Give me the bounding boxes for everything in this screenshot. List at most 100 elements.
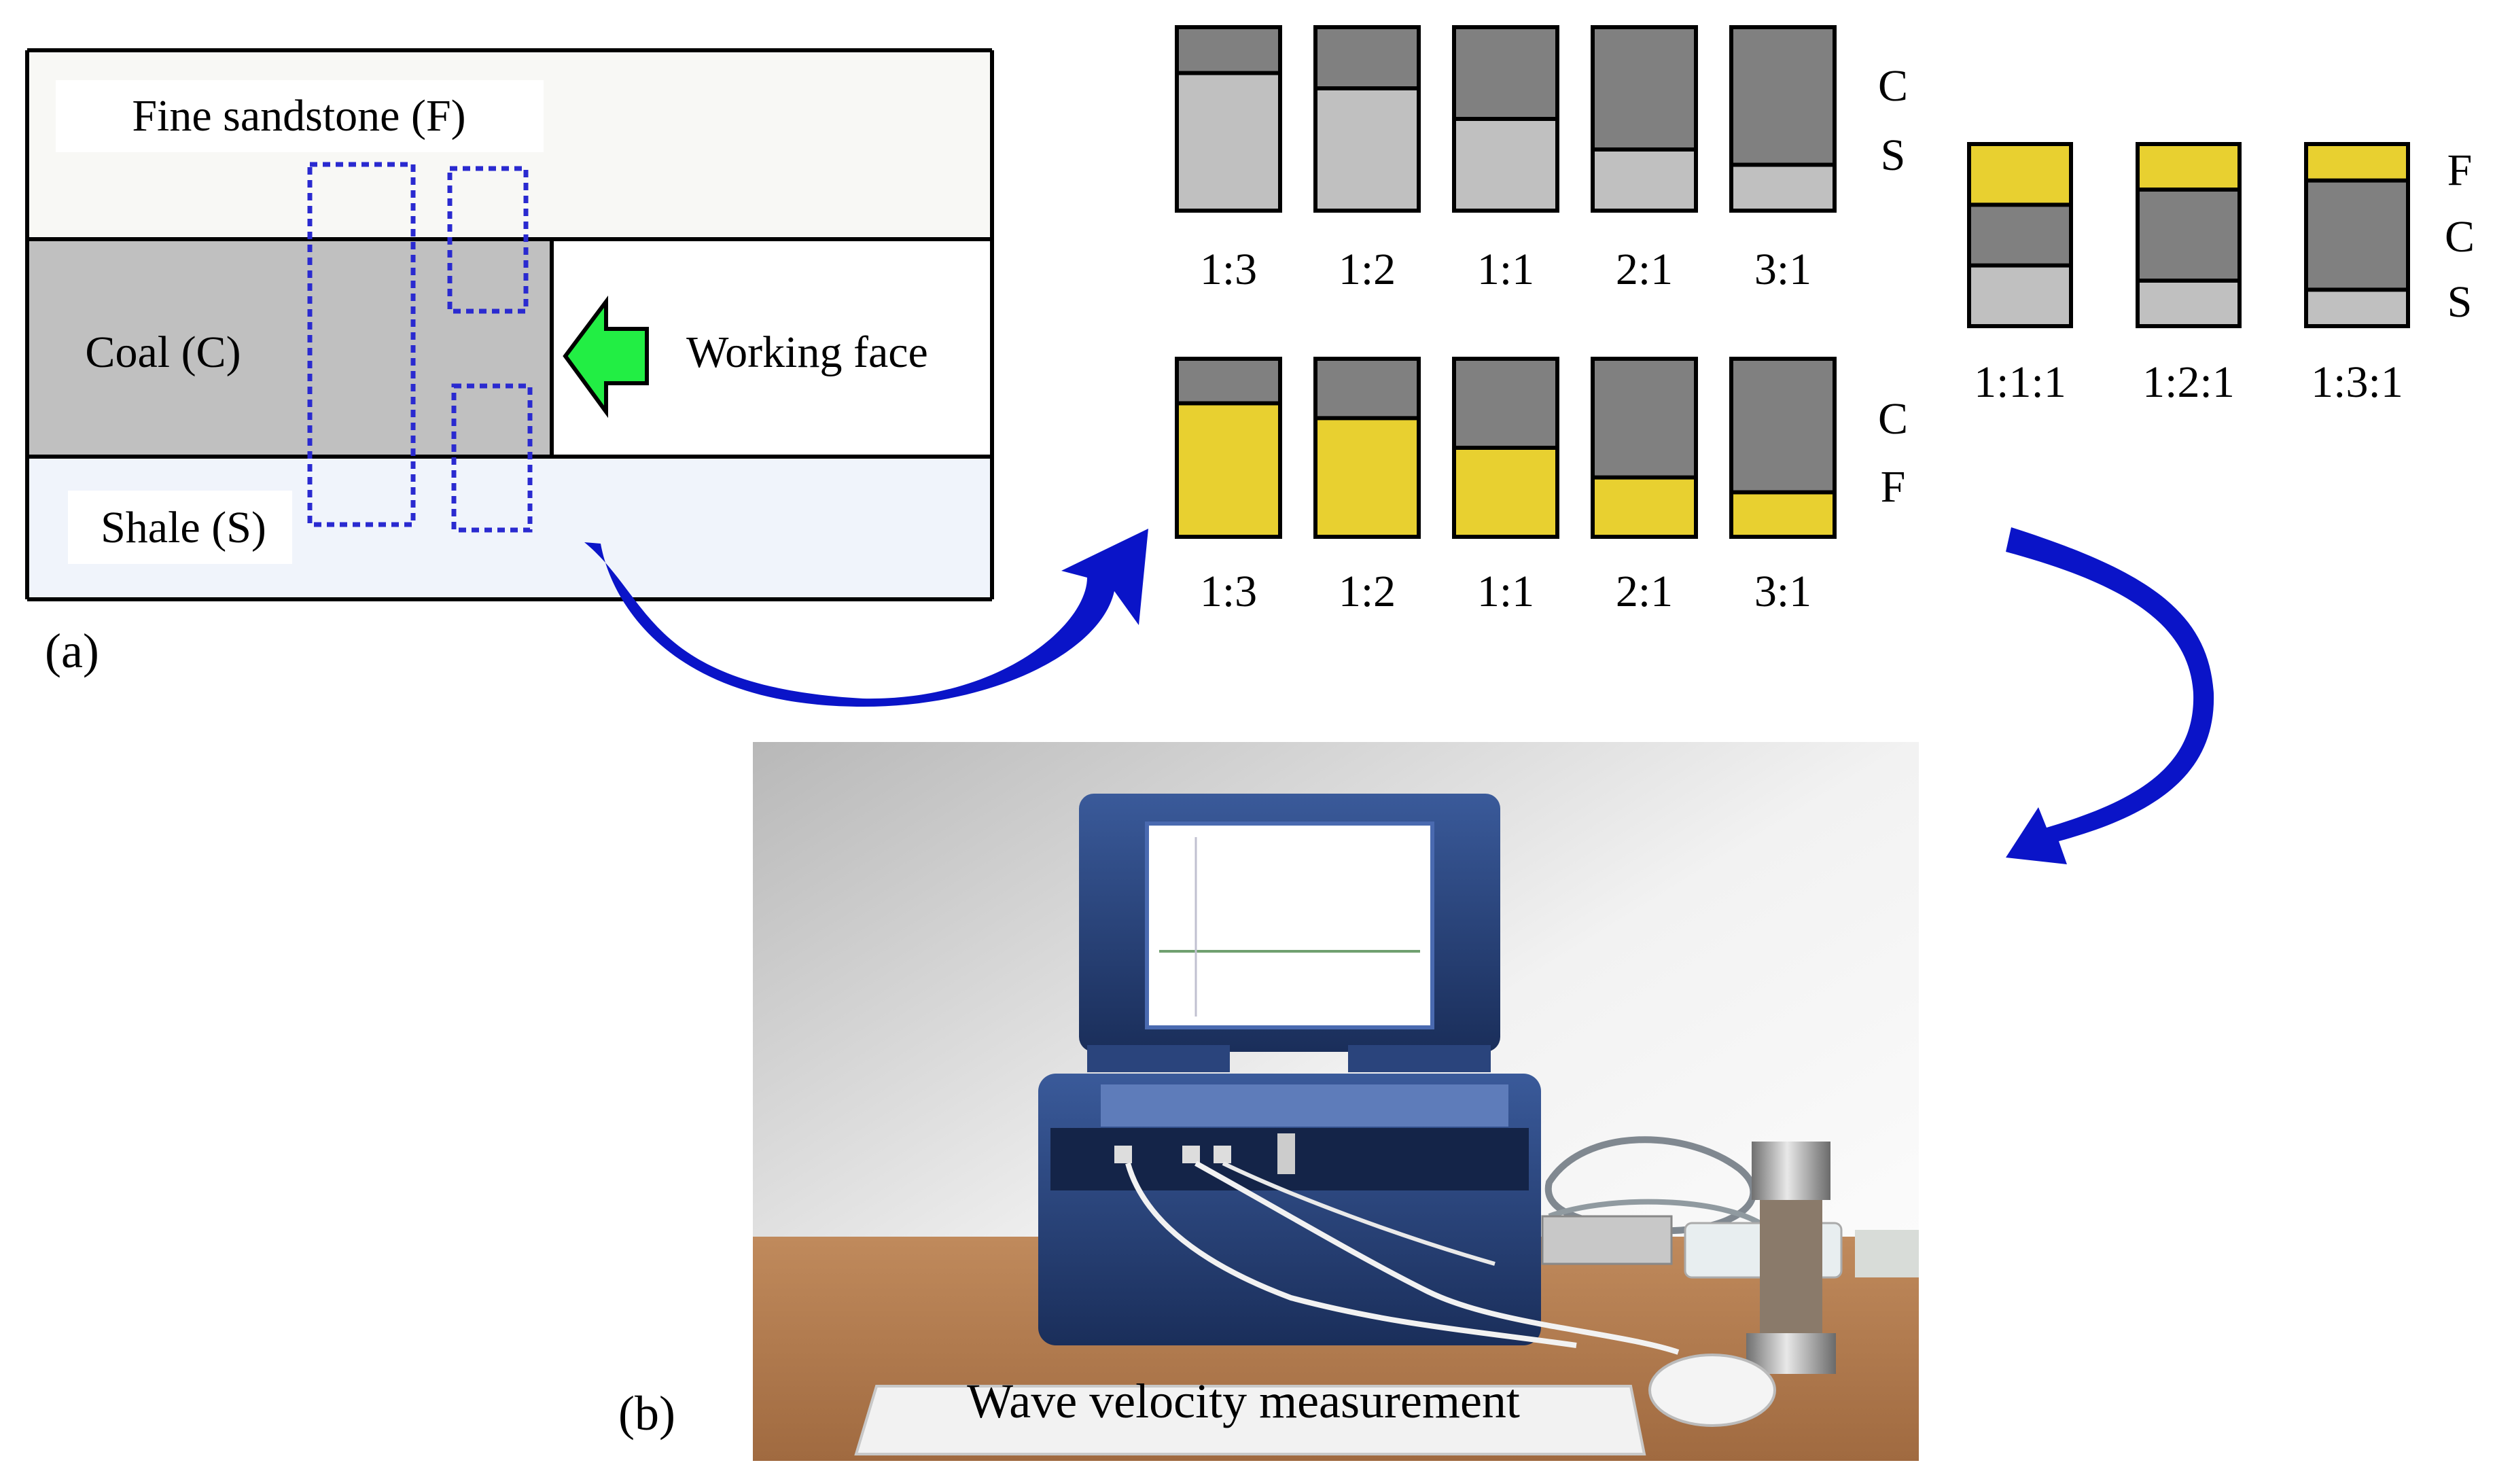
power-supply [1541,1215,1673,1265]
cs-letter-c: C [1878,61,1908,111]
cf-coal-segment-5 [1731,359,1835,493]
fcs-layer-3-2 [2306,180,2408,290]
cf-letters: C F [1878,394,1908,512]
fcs-layer-1-2 [1969,205,2071,266]
shale-label-box [68,491,292,564]
cs-coal-segment-3 [1454,27,1557,119]
working-face-label: Working face [686,328,928,377]
cf-ratio-label-5: 3:1 [1754,567,1811,616]
fcs-letters: F C S [2445,145,2475,327]
panel-a-caption: (a) [45,624,99,678]
cf-specimen-outline-2 [1313,357,1421,539]
mouse [1648,1354,1776,1427]
cf-letter-f: F [1881,462,1906,512]
side-device [1855,1230,1919,1277]
fcs-letter-c: C [2445,212,2475,262]
cs-ratio-label-3: 1:1 [1477,245,1534,294]
hinge-right [1348,1045,1491,1072]
connector-1 [1114,1146,1132,1163]
fcs-layer-3-1 [2306,144,2408,181]
fcs-letter-s: S [2447,277,2473,327]
fine-sandstone-label: Fine sandstone (F) [132,91,465,141]
cs-specimen-outline-5 [1729,25,1837,213]
fcs-layer-1-1 [1969,144,2071,205]
cs-ratio-label-5: 3:1 [1754,245,1811,294]
cs-specimen-outline-2 [1313,25,1421,213]
fcs-layer-2-2 [2138,190,2240,281]
cs-coal-segment-2 [1315,27,1419,88]
cs-coal-segment-1 [1177,27,1280,73]
instrument-panel [1101,1084,1508,1127]
cf-ratio-label-1: 1:3 [1200,567,1257,616]
strata-diagram: Fine sandstone (F) Coal (C) Shale (S) Wo… [25,48,994,678]
load-cell-top [1752,1142,1830,1200]
photo-label: Wave velocity measurement [967,1374,1520,1428]
fcs-letter-f: F [2447,145,2473,195]
grey-cable-2 [1548,1199,1761,1226]
fcs-specimen-group: 1:1:1 1:2:1 1:3:1 [1967,142,2410,407]
fcs-layer-2-1 [2138,144,2240,190]
cf-specimen-outline-3 [1452,357,1559,539]
cf-lower-segment-1 [1177,403,1280,537]
sample-outline-lower [451,383,533,533]
cf-coal-segment-4 [1593,359,1696,478]
cf-lower-segment-3 [1454,448,1557,537]
cf-coal-segment-2 [1315,359,1419,419]
fcs-ratio-label-1: 1:1:1 [1974,357,2066,407]
cs-coal-segment-4 [1593,27,1696,150]
sandstone-label-box [56,80,544,152]
cf-specimen-outline-1 [1175,357,1282,539]
shale-label: Shale (S) [101,503,266,552]
sensor-cable-2 [1195,1161,1680,1355]
cs-specimen-outline-4 [1591,25,1698,213]
cs-coal-segment-5 [1731,27,1835,165]
instrument-screen [1145,822,1434,1029]
cs-ratio-label-1: 1:3 [1200,245,1257,294]
cf-lower-segment-4 [1593,477,1696,537]
cs-ratio-label-2: 1:2 [1339,245,1396,294]
blue-arrow-to-measurement-icon [2006,527,2214,864]
fcs-ratio-label-2: 1:2:1 [2142,357,2235,407]
sensor-cable-1 [1125,1162,1577,1348]
cs-letters: C S [1878,61,1908,180]
fcs-specimen-outline-2 [2136,142,2242,328]
fcs-ratio-label-3: 1:3:1 [2311,357,2403,407]
cs-ratio-label-4: 2:1 [1616,245,1673,294]
cs-specimen-group: 1:3 1:2 1:1 2:1 3:1 [1175,25,1837,294]
cs-lower-segment-2 [1315,88,1419,211]
cf-specimen-outline-4 [1591,357,1698,539]
fcs-specimen-outline-3 [2304,142,2410,328]
cf-letter-c: C [1878,394,1908,444]
connector-2 [1182,1146,1200,1163]
cs-specimen-outline-3 [1452,25,1559,213]
connector-3 [1214,1146,1231,1163]
fcs-layer-1-3 [1969,265,2071,326]
rock-specimen [1760,1200,1822,1333]
connector-4 [1277,1133,1295,1174]
cf-specimen-group: 1:3 1:2 1:1 2:1 3:1 [1175,357,1837,616]
cf-ratio-label-2: 1:2 [1339,567,1396,616]
coal-label: Coal (C) [85,328,241,377]
cs-lower-segment-5 [1731,164,1835,211]
cs-lower-segment-4 [1593,149,1696,211]
cf-lower-segment-2 [1315,418,1419,537]
coal-layer [27,239,552,457]
cs-letter-s: S [1881,130,1906,180]
sample-outline-full [307,162,416,527]
cs-specimen-outline-1 [1175,25,1282,213]
cf-coal-segment-3 [1454,359,1557,448]
sensor-cable-3 [1222,1161,1496,1266]
hinge-left [1087,1045,1230,1072]
green-arrow-icon [563,296,649,419]
cf-ratio-label-3: 1:1 [1477,567,1534,616]
cf-lower-segment-5 [1731,492,1835,537]
cf-ratio-label-4: 2:1 [1616,567,1673,616]
fcs-layer-3-3 [2306,289,2408,326]
sampling-outlines [307,162,533,533]
measurement-photo: Wave velocity measurement [753,742,1919,1461]
cs-lower-segment-1 [1177,73,1280,211]
fcs-layer-2-3 [2138,281,2240,326]
cf-specimen-outline-5 [1729,357,1837,539]
cs-lower-segment-3 [1454,119,1557,211]
